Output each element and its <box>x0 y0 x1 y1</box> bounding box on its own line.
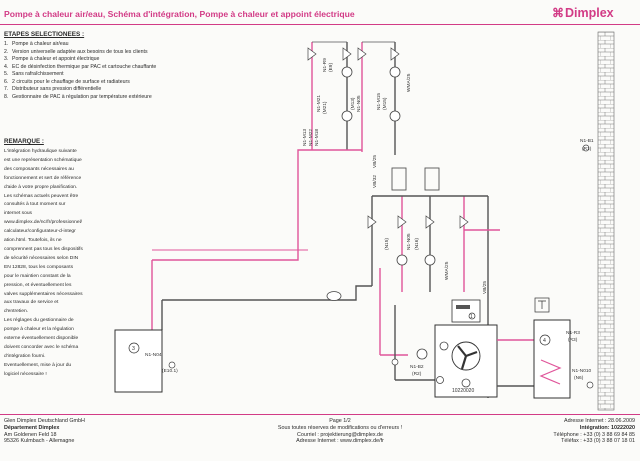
heating-circuit-2 <box>361 41 396 155</box>
label-n1-n010: N1-N010 <box>572 368 592 374</box>
label-e10-1: (E10.1) <box>162 368 178 374</box>
label-n1-m18: N1-M18 <box>314 129 320 146</box>
distributor <box>391 167 407 191</box>
valve-icon <box>307 47 400 61</box>
label-tank-number: 4 <box>543 338 546 344</box>
fan-icon <box>451 341 481 371</box>
label-n16: (N16) <box>414 238 420 250</box>
brand-name: Dimplex <box>565 6 614 20</box>
shower-icon <box>534 297 550 313</box>
label-n1-n05-b: N1-N05 <box>406 233 412 250</box>
lower-circuits <box>371 195 500 398</box>
label-n1-b2: N1-B2 <box>410 364 424 370</box>
dimplex-logo: ⌘Dimplex <box>552 6 614 20</box>
footer-rule <box>0 414 640 415</box>
distributor <box>424 167 440 191</box>
sensor-icon <box>391 358 399 366</box>
step-item: 3.Pompe à chaleur et appoint électrique <box>4 56 100 62</box>
dhw-tank <box>533 319 571 399</box>
label-buffer-number: 3 <box>132 346 135 352</box>
label-r1: (R1) <box>582 146 592 152</box>
label-vb-25-top: VB/25 <box>372 155 378 168</box>
label-n15: (N15) <box>384 238 390 250</box>
step-item: 4.EC de désinfection thermique par PAC e… <box>4 63 157 70</box>
step-item: 6.2 circuits pour le chauffage de surfac… <box>4 78 130 85</box>
heat-pump-manager <box>451 299 481 323</box>
step-item: 1.Pompe à chaleur air/eau <box>4 41 69 47</box>
label-n1-m15: N1-M15 <box>376 93 382 110</box>
outdoor-sensor-icon <box>582 144 590 152</box>
sensor-icon <box>586 381 594 389</box>
label-n1-m21: N1-M21 <box>316 95 322 112</box>
label-r3: (R3) <box>568 337 578 343</box>
step-item: 8.Gestionnaire de PAC à régulation par t… <box>4 93 152 100</box>
building-wall <box>597 31 615 411</box>
steps-list: 1.Pompe à chaleur air/eau 2.Version univ… <box>4 41 172 101</box>
remark-heading: REMARQUE : <box>4 138 44 145</box>
label-n1-m22: N1-M22 <box>308 129 314 146</box>
label-n1-r9: N1-R9 <box>322 58 328 72</box>
pump-icon <box>341 66 401 122</box>
step-item: 2.Version universelle adaptée aux besoin… <box>4 48 148 55</box>
label-r2: (R2) <box>412 371 422 377</box>
label-e9: (E9) <box>328 63 334 72</box>
main-pipes <box>151 149 440 381</box>
compressor-icon <box>461 378 471 388</box>
status-icon <box>468 312 476 320</box>
label-n6: (N6) <box>574 375 584 381</box>
buffer-tank-number <box>128 342 140 354</box>
buffer-tank <box>114 329 163 393</box>
tank-number <box>539 334 551 346</box>
heating-circuit-1 <box>311 41 362 151</box>
pump-icon <box>416 348 428 360</box>
valve-icon <box>436 376 444 384</box>
sensor-icon <box>168 361 176 369</box>
label-n1-r3: N1-R3 <box>566 330 580 336</box>
steps-heading: ETAPES SELECTIONEES : <box>4 31 85 38</box>
page-title: Pompe à chaleur air/eau, Schéma d'intégr… <box>4 9 355 19</box>
label-vb-25-bottom: VB/25 <box>482 281 488 294</box>
label-hp-number: 1 <box>470 314 473 320</box>
expansion-vessel-icon <box>326 291 342 301</box>
label-hp-code: 10220020 <box>452 388 474 394</box>
valve-icon <box>367 215 469 229</box>
label-m15: (M15) <box>382 97 388 110</box>
pump-icon <box>439 341 449 351</box>
label-n1-b1: N1-B1 <box>580 138 594 144</box>
step-item: 5.Sans rafraîchissement <box>4 71 64 77</box>
label-m21: (M21) <box>322 101 328 114</box>
label-n1-n05: N1-N05 <box>356 95 362 112</box>
header-rule <box>0 24 640 25</box>
step-item: 7.Distributeur sans pression différentie… <box>4 86 102 92</box>
label-n1-m13: N1-M13 <box>302 129 308 146</box>
label-n1-n04: N1-N04 <box>145 352 162 358</box>
label-m13: (M13) <box>350 97 356 110</box>
label-wma-25-top: WMA/25 <box>406 73 412 92</box>
label-wma-25-bottom: WMA/25 <box>444 261 450 280</box>
dimplex-logo-icon: ⌘ <box>552 6 564 20</box>
pump-icon <box>396 254 436 266</box>
label-vb-32: VB/32 <box>372 175 378 188</box>
